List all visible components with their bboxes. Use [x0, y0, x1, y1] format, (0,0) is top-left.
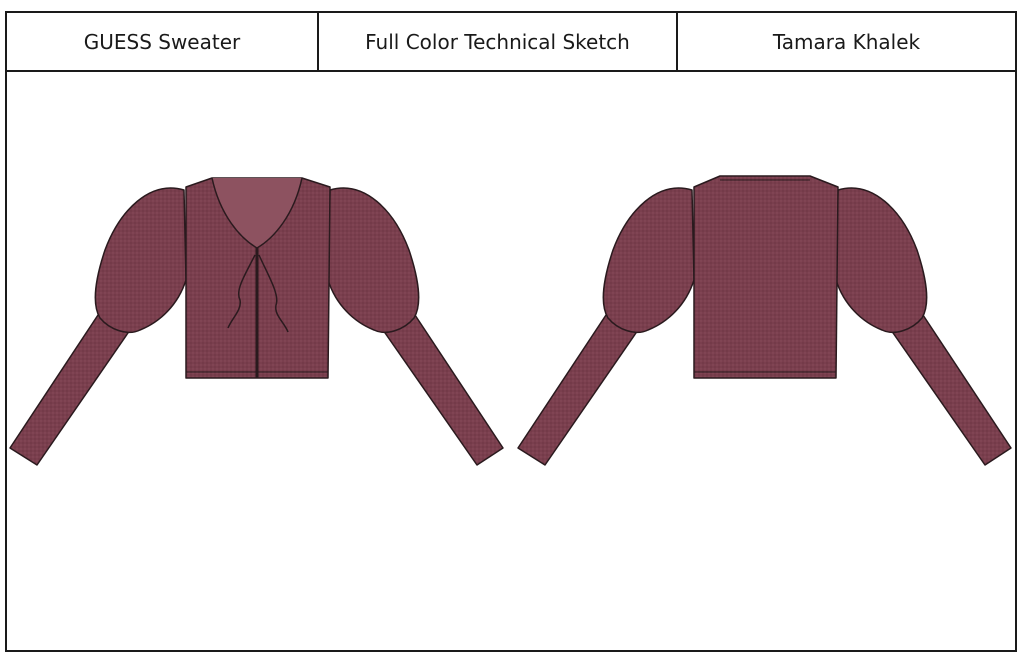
front-tie-left	[227, 254, 256, 329]
designer-name: Tamara Khalek	[772, 29, 921, 54]
back-left-puff-sleeve	[602, 187, 695, 334]
front-view-sketch	[9, 177, 504, 466]
spec-sheet-frame: GUESS Sweater Full Color Technical Sketc…	[5, 11, 1017, 652]
front-right-puff-sleeve	[327, 187, 420, 334]
back-right-forearm	[890, 311, 1012, 466]
back-right-puff-sleeve	[835, 187, 928, 334]
back-body	[693, 175, 839, 379]
garment-title: GUESS Sweater	[7, 13, 319, 70]
front-right-forearm	[382, 311, 504, 466]
front-left-forearm	[9, 311, 131, 466]
back-left-forearm	[517, 311, 639, 466]
title-block: GUESS Sweater Full Color Technical Sketc…	[7, 13, 1015, 72]
sheet-type-title: Full Color Technical Sketch	[319, 13, 678, 70]
front-tie-right	[258, 254, 289, 333]
front-left-puff-sleeve	[94, 187, 187, 334]
back-view-sketch	[517, 175, 1012, 466]
